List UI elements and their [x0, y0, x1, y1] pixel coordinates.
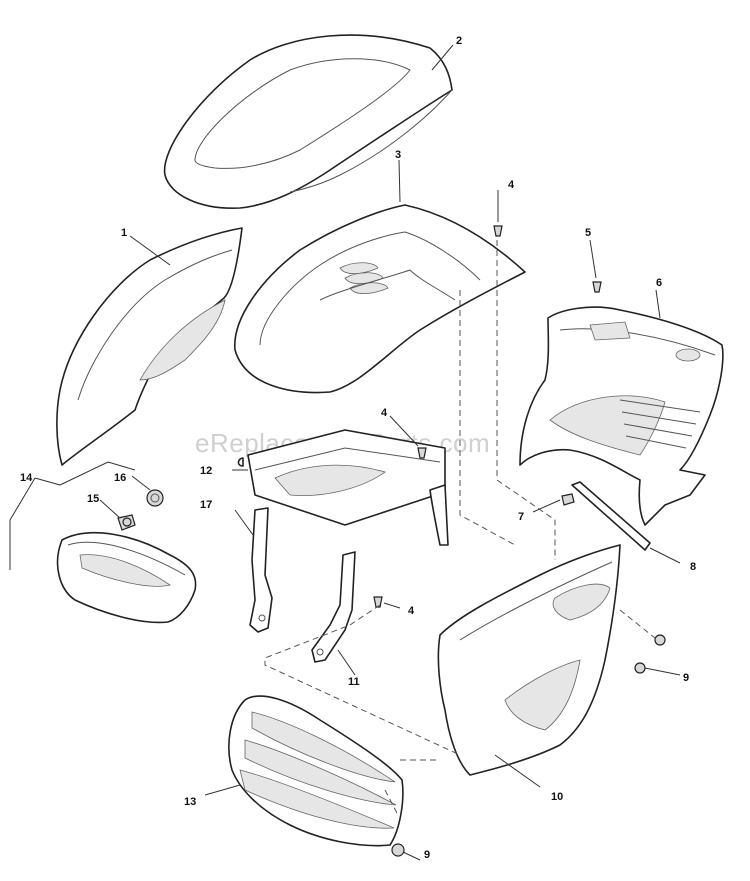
- part-17-left-bracket: [249, 507, 273, 633]
- callout-17: 17: [200, 499, 212, 511]
- callout-8: 8: [690, 561, 696, 573]
- callout-7: 7: [518, 511, 524, 523]
- callout-2: 2: [456, 35, 462, 47]
- callout-14: 14: [20, 472, 33, 484]
- callout-16: 16: [114, 472, 126, 484]
- leader-lines: [9, 44, 681, 861]
- callout-11: 11: [348, 676, 360, 688]
- callout-1: 1: [121, 227, 127, 239]
- part-12-bracket: [237, 429, 449, 546]
- callout-9-bottom: 9: [424, 849, 430, 861]
- callout-10: 10: [551, 791, 563, 803]
- part-10-right-side-panel: [437, 544, 621, 776]
- part-9-nut-b: [391, 843, 405, 857]
- callout-12: 12: [200, 465, 212, 477]
- part-16-knob: [146, 489, 164, 507]
- part-5-screw: [592, 281, 602, 293]
- part-4-screw-middle: [417, 447, 427, 459]
- callout-5: 5: [585, 227, 591, 239]
- callout-4-lower: 4: [408, 605, 415, 617]
- part-13-front-grille: [228, 695, 404, 847]
- part-11-right-bracket: [311, 551, 356, 663]
- part-6-dash-panel: [519, 306, 724, 526]
- part-9-nut-a: [634, 634, 666, 674]
- part-14-bumper-cover: [56, 532, 197, 624]
- callout-labels: 2 3 1 4 5 6 4 12 14 16 15 17 7 8 4 9 11 …: [20, 35, 696, 861]
- part-8-rod: [571, 481, 651, 551]
- part-7-nut: [561, 493, 575, 506]
- callout-9-right: 9: [683, 672, 689, 684]
- part-4-screw-upper: [493, 225, 503, 237]
- callout-15: 15: [87, 493, 99, 505]
- part-2-hood-top-panel: [163, 34, 453, 209]
- callout-4-middle: 4: [381, 407, 388, 419]
- part-4-screw-lower: [373, 596, 383, 608]
- callout-4-upper: 4: [508, 179, 515, 191]
- part-15-plug: [117, 514, 136, 531]
- callout-3: 3: [395, 149, 401, 161]
- part-1-left-side-panel: [56, 227, 243, 466]
- callout-6: 6: [656, 277, 662, 289]
- callout-13: 13: [184, 796, 196, 808]
- part-3-hood: [234, 204, 526, 394]
- alignment-lines: [264, 240, 656, 816]
